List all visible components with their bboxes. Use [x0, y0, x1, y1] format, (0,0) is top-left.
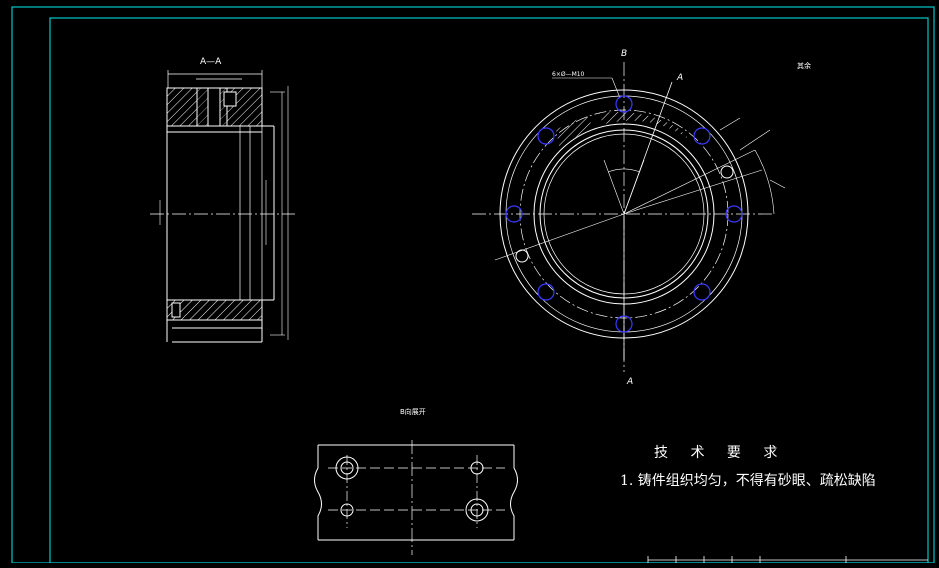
label-a-upper: A: [676, 73, 683, 83]
bolt-hole: [615, 95, 633, 113]
label-a-bottom: A: [626, 377, 633, 387]
flange-front-view: B A A 6×Ø—M10 其余: [472, 49, 811, 387]
bolt-hole: [693, 283, 711, 301]
bolt-hole: [693, 127, 711, 145]
bolt-hole: [505, 205, 523, 223]
view-b-label: B向展开: [400, 407, 426, 416]
section-label: A—A: [200, 57, 222, 67]
bolt-hole: [725, 205, 743, 223]
bolt-hole: [537, 127, 555, 145]
bolt-holes: [505, 95, 743, 333]
roughness-note: 其余: [797, 61, 811, 70]
tech-requirement-item: 1. 铸件组织均匀，不得有砂眼、疏松缺陷: [620, 473, 876, 489]
label-b-top: B: [621, 49, 627, 59]
tech-requirements-title: 技 术 要 求: [654, 445, 787, 461]
bolt-hole: [537, 283, 555, 301]
view-b-unfolded: B向展开: [314, 407, 518, 555]
threaded-hole: [720, 165, 734, 179]
hole-callout: 6×Ø—M10: [552, 71, 585, 78]
section-view-a-a: A—A: [150, 57, 295, 343]
bolt-hole: [615, 315, 633, 333]
title-block: [647, 556, 928, 563]
threaded-hole: [515, 249, 529, 263]
